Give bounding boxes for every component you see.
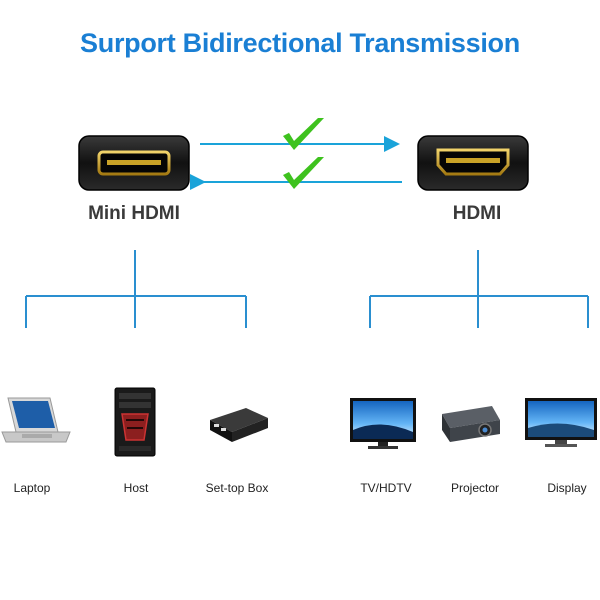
tv-icon	[350, 398, 416, 449]
desktop-tower-icon	[114, 387, 156, 457]
set-top-box-icon	[210, 408, 268, 442]
device-label-host: Host	[123, 481, 149, 495]
green-check-icon	[283, 118, 324, 150]
right-device-tree	[369, 250, 589, 328]
hdmi-label: HDMI	[452, 203, 502, 224]
left-device-tree	[25, 250, 247, 328]
page-title: Surport Bidirectional Transmission	[80, 28, 520, 58]
mini-hdmi-label: Mini HDMI	[88, 203, 180, 224]
projector-icon	[442, 406, 500, 442]
monitor-icon	[525, 398, 597, 447]
green-check-icon	[283, 157, 324, 189]
device-label-laptop: Laptop	[13, 481, 51, 495]
laptop-icon	[1, 397, 71, 443]
hdmi-port-icon	[417, 135, 529, 191]
device-label-set-top-box: Set-top Box	[205, 481, 269, 495]
device-label-display: Display	[547, 481, 587, 495]
mini-hdmi-port-icon	[78, 135, 190, 191]
device-label-projector: Projector	[450, 481, 500, 495]
device-label-tv: TV/HDTV	[360, 481, 412, 495]
